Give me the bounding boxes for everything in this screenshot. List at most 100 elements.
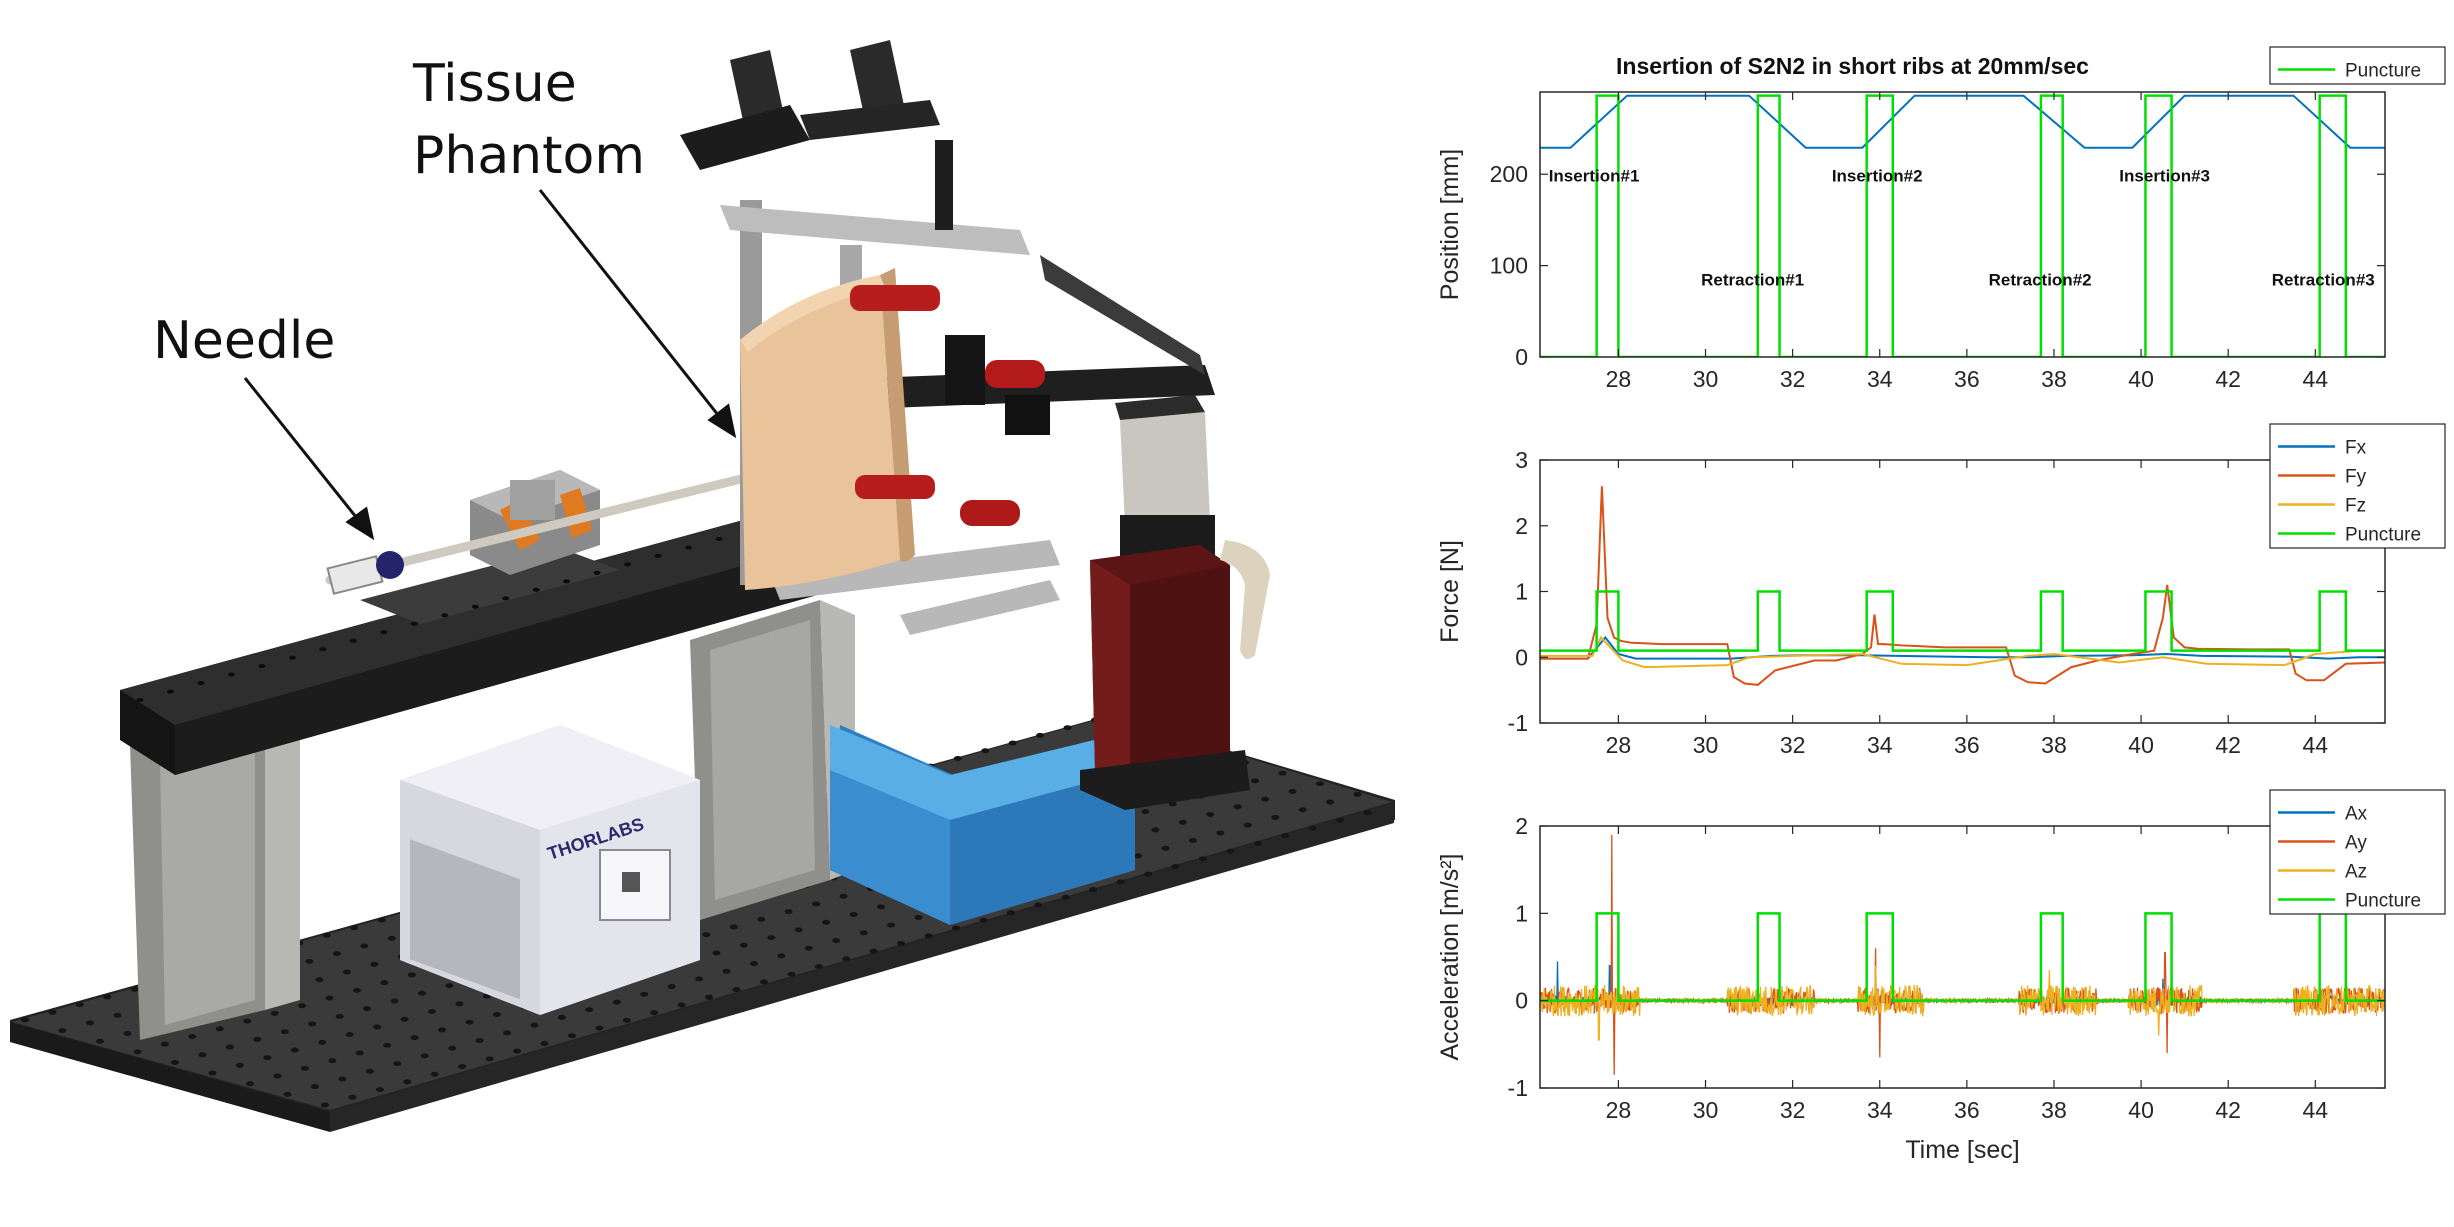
- y-tick-label: 2: [1515, 813, 1528, 839]
- x-tick-label: 40: [2128, 366, 2154, 392]
- x-tick-label: 34: [1867, 1097, 1893, 1123]
- x-tick-label: 44: [2303, 366, 2329, 392]
- y-tick-label: 0: [1515, 344, 1528, 370]
- x-tick-label: 34: [1867, 366, 1893, 392]
- callout-arrows: [243, 189, 737, 541]
- series-fx-line: [1540, 635, 2385, 660]
- x-axis-label: Time [sec]: [1905, 1136, 2019, 1164]
- y-tick-label: 1: [1515, 579, 1528, 605]
- legend-label-puncture: Puncture: [2345, 891, 2421, 912]
- x-tick-label: 40: [2128, 1097, 2154, 1123]
- annotation-label: Insertion#2: [1832, 167, 1923, 186]
- x-tick-label: 32: [1780, 1097, 1806, 1123]
- x-tick-label: 36: [1954, 732, 1980, 758]
- y-tick-label: 0: [1515, 988, 1528, 1014]
- thorlabs-controller: THORLABS: [400, 725, 700, 1015]
- y-tick-label: -1: [1508, 710, 1528, 736]
- blue-tray: [830, 725, 1135, 925]
- x-tick-label: 32: [1780, 366, 1806, 392]
- y-tick-label: 3: [1515, 447, 1528, 473]
- y-tick-label: 2: [1515, 513, 1528, 539]
- annotation-label: Insertion#1: [1549, 167, 1640, 186]
- support-column: [1080, 395, 1270, 810]
- legend-box: [2269, 423, 2446, 549]
- y-tick-label: -1: [1508, 1075, 1528, 1101]
- needle-callout-label: Needle: [153, 311, 336, 371]
- plot-area-position: [1540, 94, 2385, 357]
- phantom-callout-arrow: [538, 189, 724, 421]
- annotation-label: Retraction#2: [1989, 271, 2092, 290]
- x-tick-label: 42: [2215, 366, 2241, 392]
- y-tick-label: 200: [1490, 161, 1528, 187]
- x-tick-label: 40: [2128, 732, 2154, 758]
- legend-label-puncture: Puncture: [2345, 525, 2421, 546]
- x-tick-label: 38: [2041, 1097, 2067, 1123]
- legend-label-puncture: Puncture: [2345, 61, 2421, 82]
- x-tick-label: 44: [2303, 732, 2329, 758]
- x-tick-label: 36: [1954, 1097, 1980, 1123]
- x-tick-label: 32: [1780, 732, 1806, 758]
- y-tick-label: 0: [1515, 644, 1528, 670]
- series-fz-line: [1540, 635, 2385, 669]
- needle-callout-arrow: [243, 377, 362, 523]
- stage-leg-left: [130, 700, 300, 1040]
- clamp-handles: [850, 285, 1045, 526]
- x-tick-label: 28: [1606, 1097, 1632, 1123]
- legend-box: [2269, 789, 2446, 915]
- y-axis-label: Force [N]: [1436, 540, 1464, 643]
- series-puncture-line: [1540, 590, 2385, 652]
- x-tick-label: 38: [2041, 366, 2067, 392]
- x-tick-label: 38: [2041, 732, 2067, 758]
- series-fy-line: [1540, 486, 2385, 686]
- camera-mount: [680, 40, 953, 230]
- series-ay-line: [1540, 834, 2385, 1075]
- x-tick-label: 30: [1693, 732, 1719, 758]
- x-tick-label: 42: [2215, 1097, 2241, 1123]
- series-puncture-line: [1540, 912, 2385, 1002]
- test-rig-illustration: THORLABS: [10, 40, 1395, 1132]
- needle-arrowhead-icon: [345, 506, 375, 541]
- plot-frame: [1539, 91, 2386, 358]
- x-tick-label: 42: [2215, 732, 2241, 758]
- legend-label-ay: Ay: [2345, 833, 2367, 854]
- legend-label-ax: Ax: [2345, 804, 2368, 825]
- legend-label-az: Az: [2345, 862, 2367, 883]
- legend-box: [2269, 46, 2446, 85]
- y-tick-label: 1: [1515, 900, 1528, 926]
- legend-label-fy: Fy: [2345, 467, 2367, 488]
- y-axis-label: Acceleration [m/s²]: [1436, 853, 1464, 1060]
- x-tick-label: 30: [1693, 366, 1719, 392]
- series-az-line: [1540, 965, 2385, 1041]
- linear-stage-rail: [120, 510, 835, 775]
- tissue-phantom: [740, 268, 915, 590]
- plot-frame: [1539, 825, 2386, 1089]
- sensor-plots-svg: Insertion#1 Insertion#2 Insertion#3Retract…: [1436, 46, 2446, 1164]
- chart-title: Insertion of S2N2 in short ribs at 20mm/…: [1616, 53, 2089, 79]
- plot-area-acceleration: [1540, 834, 2385, 1075]
- x-tick-label: 34: [1867, 732, 1893, 758]
- y-tick-label: 100: [1490, 253, 1528, 279]
- needle-carriage: [470, 470, 600, 575]
- legend-label-fx: Fx: [2345, 438, 2367, 459]
- legend-label-fz: Fz: [2345, 496, 2366, 517]
- plot-frame: [1539, 459, 2386, 724]
- plot-position: Insertion#1 Insertion#2 Insertion#3Retract…: [1436, 46, 2446, 392]
- x-tick-label: 28: [1606, 366, 1632, 392]
- stage-leg-right: [690, 600, 855, 920]
- x-tick-label: 44: [2303, 1097, 2329, 1123]
- phantom-arrowhead-icon: [707, 403, 737, 439]
- needle: [325, 468, 781, 595]
- plot-area-force: [1540, 486, 2385, 686]
- phantom-callout-label-line1: Tissue: [413, 54, 577, 114]
- annotation-label: Insertion#3: [2119, 167, 2210, 186]
- series-puncture-line: [1540, 94, 2385, 357]
- annotation-label: Retraction#3: [2272, 271, 2375, 290]
- x-tick-label: 36: [1954, 366, 1980, 392]
- y-axis-label: Position [mm]: [1436, 149, 1464, 300]
- annotation-label: Retraction#1: [1701, 271, 1804, 290]
- x-tick-label: 28: [1606, 732, 1632, 758]
- x-tick-label: 30: [1693, 1097, 1719, 1123]
